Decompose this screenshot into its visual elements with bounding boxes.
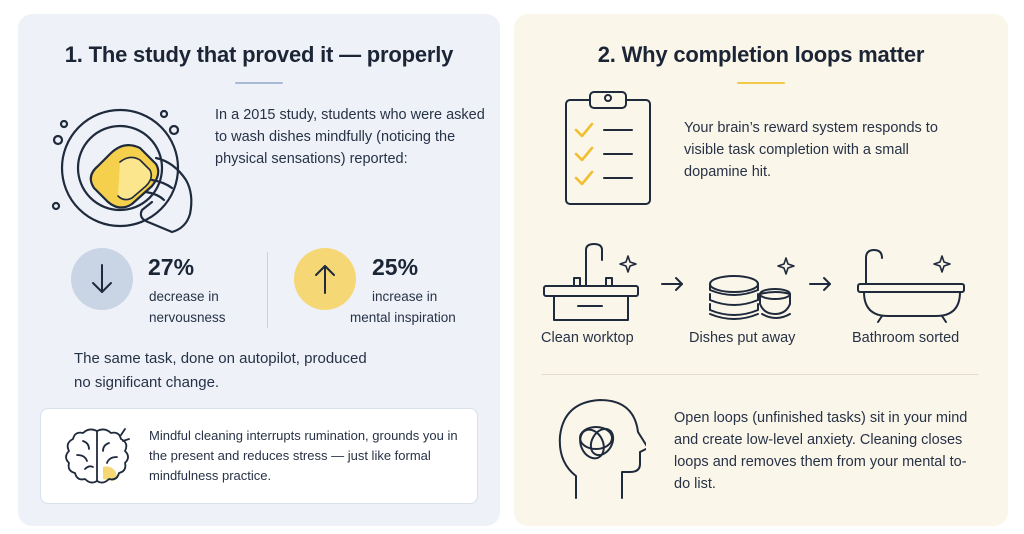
autopilot-text: The same task, done on autopilot, produc…: [74, 350, 367, 391]
study-panel: 1. The study that proved it — properly I…: [18, 14, 500, 526]
washing-plate-icon: [51, 108, 193, 234]
step-label-bathroom: Bathroom sorted: [852, 330, 960, 346]
completion-panel: 2. Why completion loops matter Your brai…: [514, 14, 1008, 526]
bathtub-icon: [857, 249, 965, 323]
increase-badge: [294, 248, 356, 310]
study-title: 1. The study that proved it — properly: [64, 42, 454, 67]
study-intro: In a 2015 study, students who were asked…: [215, 107, 485, 167]
decrease-badge: [71, 248, 133, 310]
stacked-dishes-icon: [709, 257, 795, 320]
head-loops-icon: [558, 399, 646, 499]
completion-title: 2. Why completion loops matter: [597, 42, 925, 67]
step-label-dishes: Dishes put away: [689, 330, 796, 346]
title-underline: [235, 82, 283, 84]
stat-label-nervousness-1: decrease in: [149, 289, 219, 304]
mindfulness-note-text: Mindful cleaning interrupts rumination, …: [149, 428, 458, 483]
stat-label-inspiration-2: mental inspiration: [350, 310, 456, 325]
title-underline: [737, 82, 785, 84]
section-divider: [542, 374, 978, 375]
arrow-right-icon: [809, 277, 831, 291]
mindfulness-note: Mindful cleaning interrupts rumination, …: [40, 408, 478, 504]
stat-divider: [267, 252, 268, 328]
arrow-right-icon: [661, 277, 683, 291]
stat-label-inspiration-1: increase in: [372, 289, 438, 304]
brain-icon: [65, 428, 130, 484]
arrow-up-icon: [315, 265, 335, 294]
reward-text: Your brain’s reward system responds to v…: [684, 120, 938, 180]
sink-icon: [543, 243, 639, 321]
open-loops-text: Open loops (unfinished tasks) sit in you…: [674, 410, 968, 492]
step-label-worktop: Clean worktop: [541, 330, 634, 346]
stat-label-nervousness-2: nervousness: [149, 310, 226, 325]
stat-value-nervousness: 27%: [148, 254, 195, 280]
stat-value-inspiration: 25%: [372, 254, 419, 280]
clipboard-checklist-icon: [565, 91, 651, 205]
arrow-down-icon: [92, 264, 112, 293]
